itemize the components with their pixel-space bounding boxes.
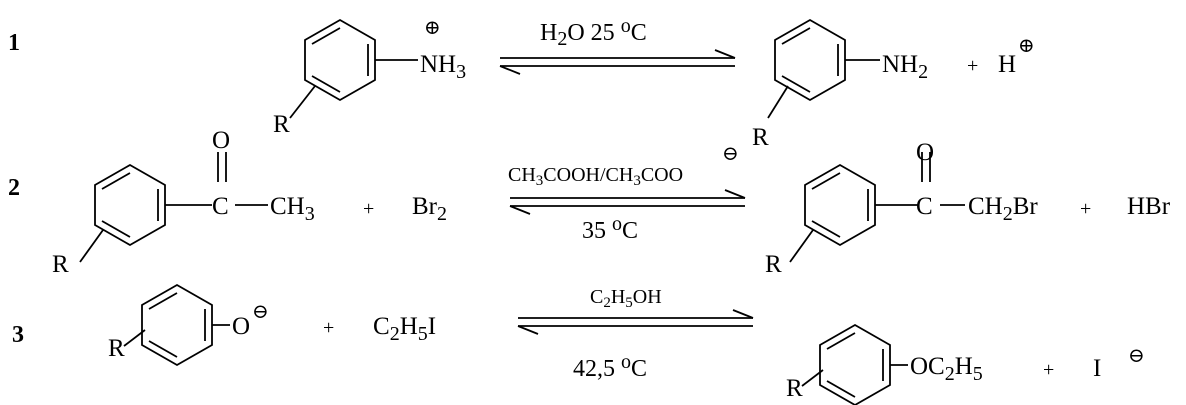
benzene-ring-aniline — [767, 18, 880, 119]
benzene-ring-phenetole — [801, 323, 908, 405]
benzene-ring-anilinium — [289, 18, 418, 119]
equilibrium-arrow-3 — [517, 309, 754, 335]
minus-charge-icon: ⊖ — [252, 301, 269, 323]
proton: H — [998, 51, 1016, 78]
equilibrium-arrow-2 — [509, 189, 746, 215]
plus-sign: + — [323, 317, 334, 339]
minus-charge-icon: ⊖ — [722, 143, 739, 165]
substituent-r: R — [765, 251, 782, 278]
carbonyl-carbon: C — [212, 193, 229, 220]
ammonium-group: NH3 — [420, 51, 466, 83]
reaction-3-number: 3 — [12, 322, 24, 348]
plus-sign: + — [363, 198, 374, 220]
reaction-2-temperature: 35 oC — [582, 213, 638, 244]
benzene-ring-bromoacetophenone — [789, 152, 965, 263]
carbonyl-oxygen: O — [212, 127, 230, 154]
ethyl-iodide: C2H5I — [373, 313, 436, 345]
substituent-r: R — [786, 375, 803, 402]
substituent-r: R — [108, 335, 125, 362]
minus-charge-icon: ⊖ — [1128, 345, 1145, 367]
plus-sign: + — [967, 55, 978, 77]
methyl-group: CH3 — [270, 193, 315, 225]
reaction-2-number: 2 — [8, 175, 20, 201]
reaction-1-conditions: H2O 25 oC — [540, 15, 647, 50]
ethoxy-group: OC2H5 — [910, 353, 983, 385]
carbonyl-carbon: C — [916, 193, 933, 220]
substituent-r: R — [52, 251, 69, 278]
amine-group: NH2 — [882, 51, 928, 83]
plus-sign: + — [1043, 359, 1054, 381]
substituent-r: R — [273, 111, 290, 138]
equilibrium-arrow-1 — [499, 49, 736, 75]
reaction-3-temperature: 42,5 oC — [573, 351, 647, 382]
carbonyl-oxygen: O — [916, 139, 934, 166]
bromine-reagent: Br2 — [412, 193, 447, 225]
benzene-ring-acetophenone — [79, 152, 268, 263]
reaction-2-catalyst: CH3COOH/CH3COO — [508, 164, 683, 189]
bromomethyl-group: CH2Br — [968, 193, 1038, 225]
oxide-oxygen: O — [232, 313, 250, 340]
reaction-1-number: 1 — [8, 30, 20, 56]
substituent-r: R — [752, 124, 769, 151]
iodide-ion: I — [1093, 355, 1101, 382]
plus-charge-icon: ⊕ — [1018, 35, 1035, 57]
plus-sign: + — [1080, 198, 1091, 220]
reaction-3-solvent: C2H5OH — [590, 286, 662, 311]
plus-charge-icon: ⊕ — [424, 17, 441, 39]
benzene-ring-phenoxide — [123, 283, 230, 367]
hydrogen-bromide: HBr — [1127, 193, 1171, 220]
